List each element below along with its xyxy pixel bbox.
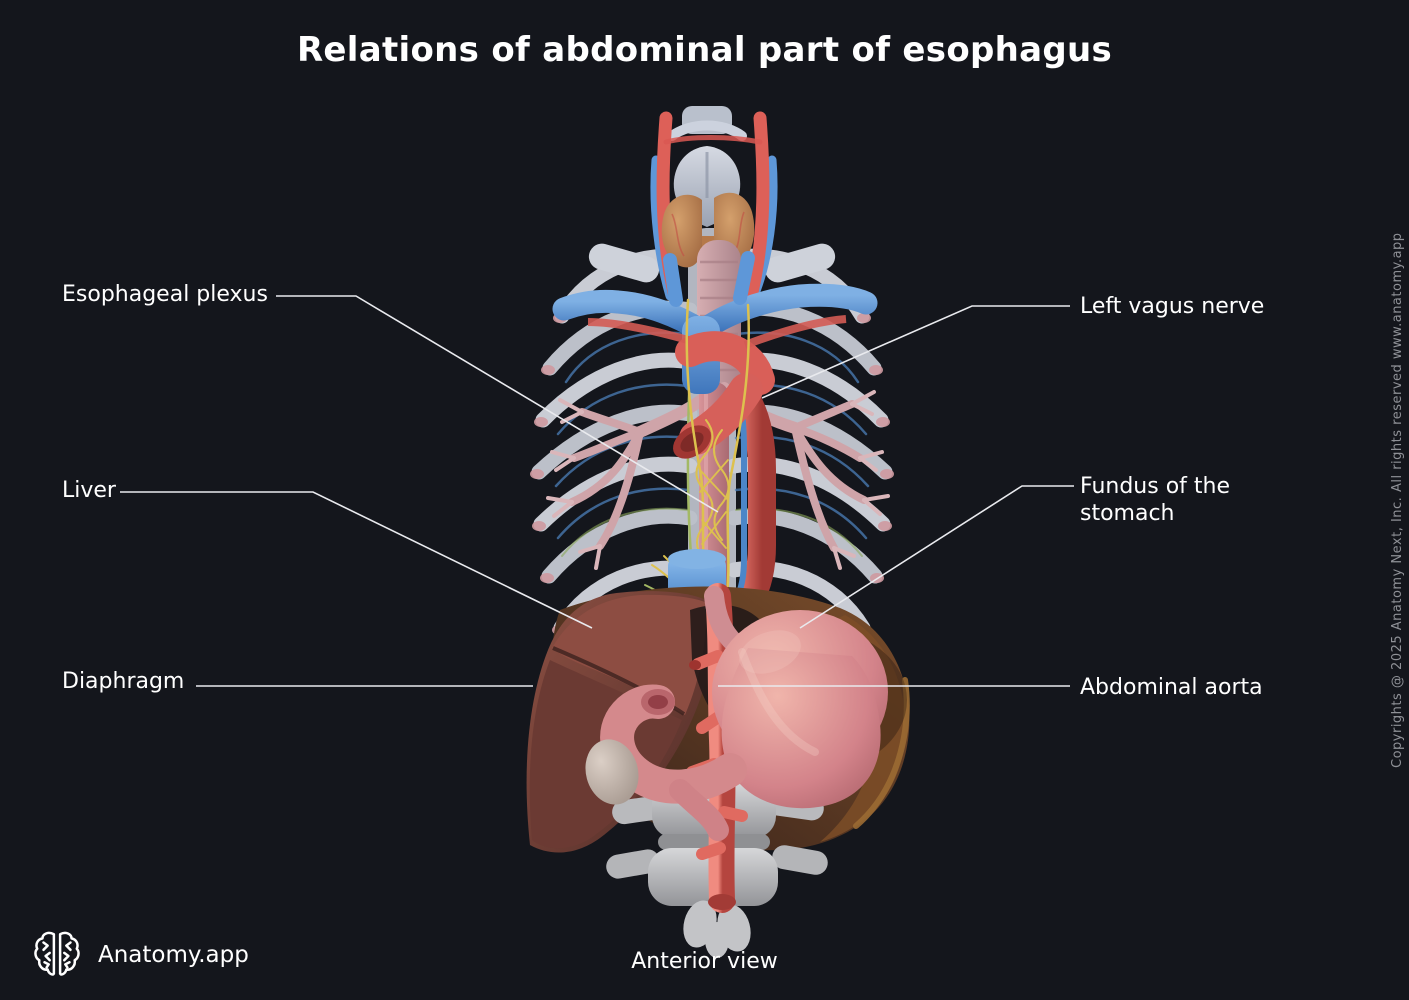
leader-line-liver: [120, 491, 593, 629]
leader-lines: [120, 295, 1074, 687]
brain-icon: [34, 931, 80, 976]
label-esophageal-plexus: Esophageal plexus: [62, 282, 268, 307]
brand-footer: Anatomy.app: [32, 928, 249, 982]
leader-line-fundus: [799, 485, 1074, 629]
stomach-shape: [712, 610, 907, 809]
label-diaphragm: Diaphragm: [62, 669, 185, 694]
view-caption: Anterior view: [631, 949, 778, 974]
label-fundus-of-stomach: Fundus of the stomach: [1080, 474, 1231, 526]
gallbladder-shape: [585, 739, 639, 805]
label-abdominal-aorta: Abdominal aorta: [1080, 675, 1263, 700]
label-left-vagus-nerve: Left vagus nerve: [1080, 294, 1265, 319]
page-title: Relations of abdominal part of esophagus: [296, 30, 1113, 70]
aortic-arch-shape: [587, 315, 847, 459]
copyright-text: Copyrights @ 2025 Anatomy Next, Inc. All…: [1390, 232, 1405, 768]
label-liver: Liver: [62, 478, 116, 503]
leader-line-esophageal-plexus: [276, 295, 719, 513]
vagus-nerves-plexus-shape: [644, 298, 751, 611]
leader-line-left-vagus-nerve: [761, 305, 1070, 399]
brand-name: Anatomy.app: [98, 942, 249, 968]
